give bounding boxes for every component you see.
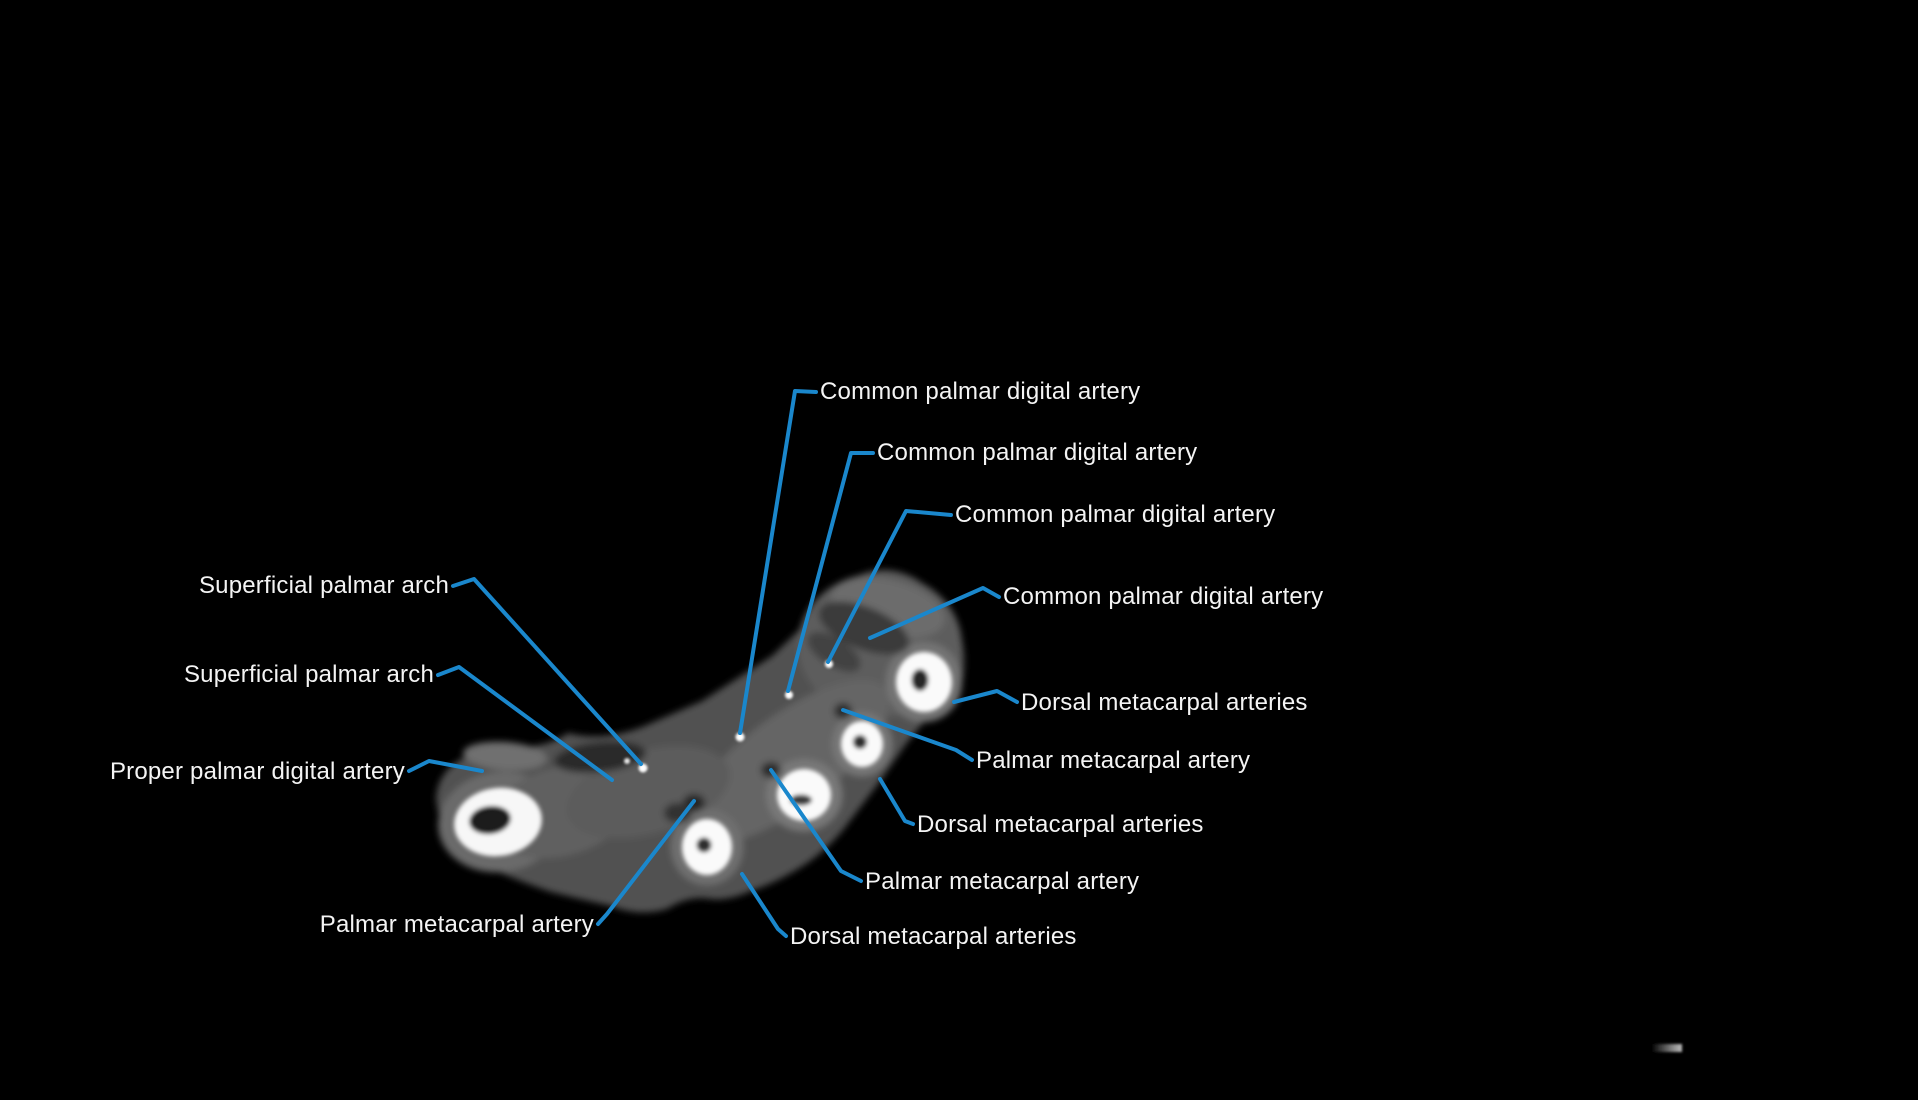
leader-palmar-metacarpal-artery-right [841,708,974,762]
leader-common-palmar-digital-artery-3 [826,509,953,664]
label-palmar-metacarpal-artery-right: Palmar metacarpal artery [976,747,1251,774]
artifact-streak [1652,1044,1682,1052]
metacarpal-4-medulla [853,735,867,749]
leader-palmar-metacarpal-artery-mid [769,768,863,883]
leader-common-palmar-digital-artery-4 [868,586,1001,640]
label-dorsal-metacarpal-arteries-top: Dorsal metacarpal arteries [1021,689,1308,716]
vessel-speck [785,691,793,699]
leader-dorsal-metacarpal-arteries-top [952,689,1019,704]
leader-dorsal-metacarpal-arteries-bottom [740,872,788,938]
leader-dorsal-metacarpal-arteries-mid [878,777,915,826]
leader-superficial-palmar-arch-1 [451,577,643,766]
label-common-palmar-digital-artery-1: Common palmar digital artery [820,378,1141,405]
label-common-palmar-digital-artery-3: Common palmar digital artery [955,501,1276,528]
dark-crease [554,741,646,773]
label-dorsal-metacarpal-arteries-bottom: Dorsal metacarpal arteries [790,923,1077,950]
leader-palmar-metacarpal-artery-left [596,799,696,926]
tissue-shade [686,679,890,845]
leader-proper-palmar-digital-artery [407,759,484,773]
ct-scan-vessel-specks [624,660,833,773]
dark-patch [664,803,692,823]
tissue-shade [463,741,547,771]
metacarpal-2-medulla [696,837,712,853]
leader-common-palmar-digital-artery-1 [738,389,818,735]
label-common-palmar-digital-artery-2: Common palmar digital artery [877,439,1198,466]
leader-lines [407,389,1019,938]
label-proper-palmar-digital-artery: Proper palmar digital artery [109,758,405,785]
leader-superficial-palmar-arch-2 [436,665,614,782]
vessel-speck [624,758,630,764]
label-dorsal-metacarpal-arteries-mid: Dorsal metacarpal arteries [917,811,1204,838]
label-superficial-palmar-arch-1: Superficial palmar arch [198,572,449,599]
leader-common-palmar-digital-artery-2 [786,451,875,693]
metacarpal-1-medulla [469,805,511,835]
label-common-palmar-digital-artery-4: Common palmar digital artery [1003,583,1324,610]
label-palmar-metacarpal-artery-left: Palmar metacarpal artery [319,911,594,938]
vessel-speck [735,732,745,742]
label-superficial-palmar-arch-2: Superficial palmar arch [183,661,434,688]
label-palmar-metacarpal-artery-mid: Palmar metacarpal artery [865,868,1140,895]
dark-patch [818,601,910,655]
metacarpal-5-medulla [911,669,929,691]
